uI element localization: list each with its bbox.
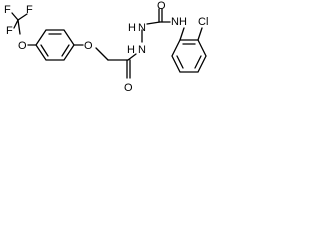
bond-o-ch2: [95, 47, 109, 61]
atom-h-hydrazide: H: [127, 44, 135, 56]
atom-nh-urea: NH: [171, 16, 187, 28]
atom-o-urea: O: [157, 0, 166, 12]
atom-n-hydrazine: N: [138, 22, 146, 34]
atom-n-hydrazide: N: [138, 44, 146, 56]
atom-cl: Cl: [198, 16, 208, 28]
bond-cf3-o: [17, 19, 21, 35]
atom-o-amide: O: [124, 82, 133, 94]
molecule-structure: F F F O O N H N H O O NH Cl: [4, 0, 208, 94]
bond-co-n: [127, 53, 137, 61]
bond-n-urea-c: [146, 21, 161, 25]
atom-o-ether: O: [84, 40, 93, 52]
bond-nh-ring2: [179, 27, 185, 41]
bond-ring2-cl: [197, 27, 203, 41]
atom-h-hydrazine: H: [128, 22, 136, 34]
atom-o-ocf3: O: [18, 40, 27, 52]
ring-phenoxy-double-2: [61, 44, 70, 57]
atom-f1: F: [4, 4, 11, 16]
atom-f3: F: [26, 4, 33, 16]
ring-phenoxy-double-3: [40, 44, 49, 57]
bond-f1-c: [11, 12, 19, 21]
bond-f2-c: [13, 19, 19, 29]
atom-f2: F: [6, 25, 13, 37]
bond-f3-c: [17, 13, 28, 21]
ring-chlorophenyl-double-3: [176, 55, 184, 69]
ring-chlorophenyl-double-2: [194, 55, 202, 69]
structure-canvas: F F F O O N H N H O O NH Cl: [0, 0, 216, 99]
